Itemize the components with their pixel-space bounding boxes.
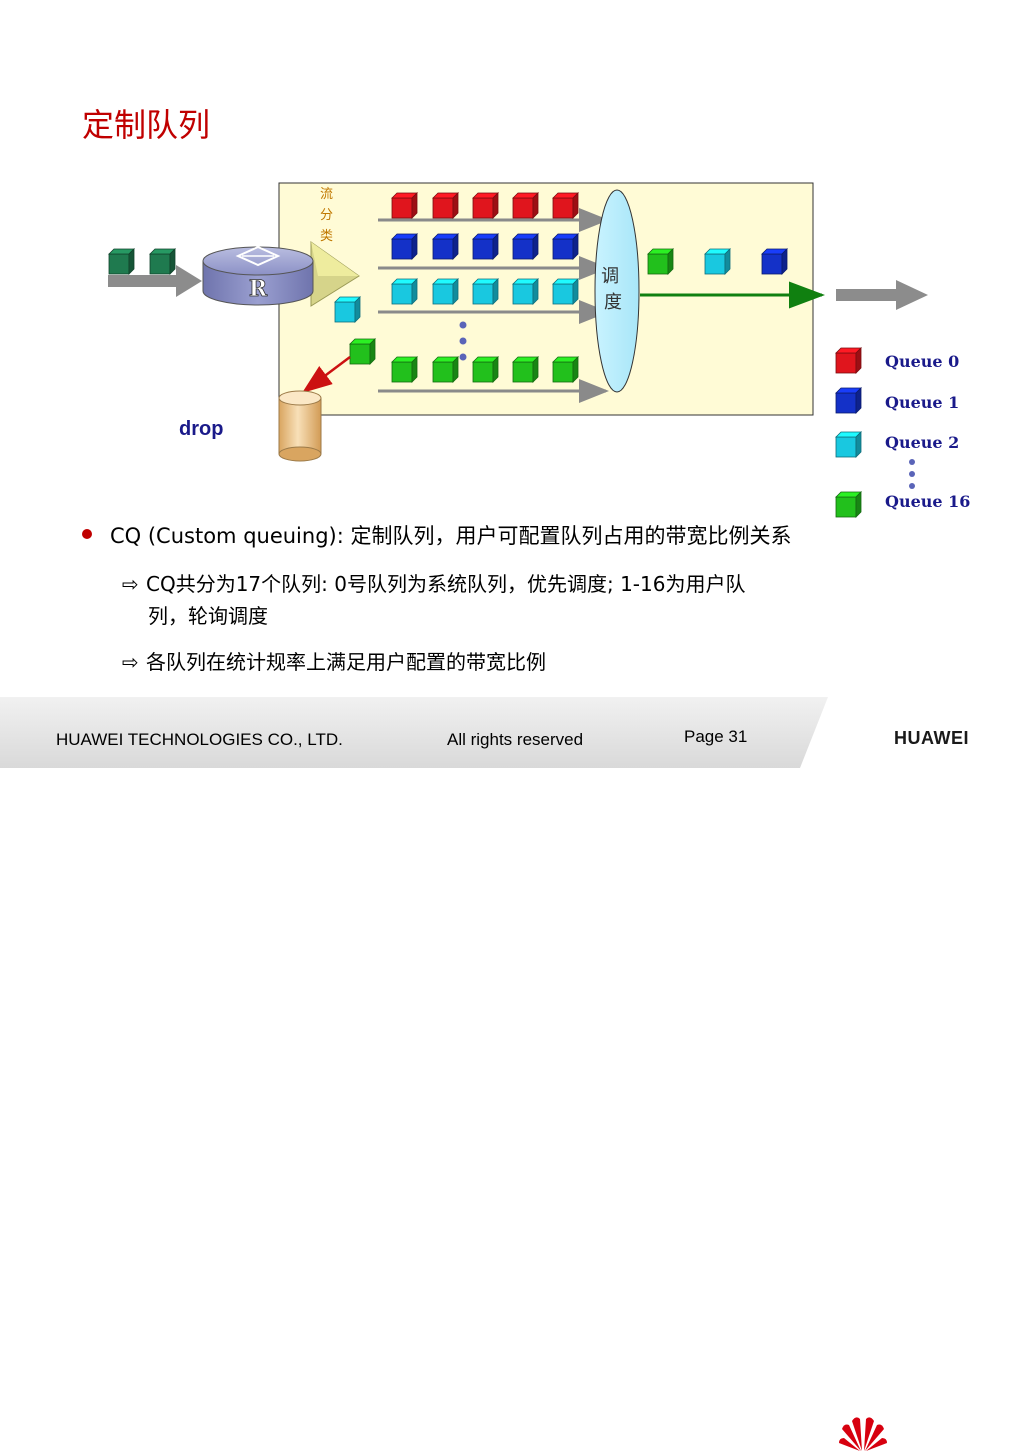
packet-cube-queue-16 [512,356,539,383]
bullet-dot-icon [82,529,92,539]
output-packet-cube [704,248,731,275]
legend-label-3: Queue 16 [885,492,970,511]
sub-bullet-bandwidth-text: 各队列在统计规率上满足用户配置的带宽比例 [146,650,546,674]
ellipsis-dots-queues [459,321,467,361]
incoming-packet-cube [108,248,135,275]
sub-bullet-queues-line1: CQ共分为17个队列: 0号队列为系统队列，优先调度; 1-16为用户队 [146,572,746,596]
ellipsis-dots-legend [909,459,915,489]
packet-cube-queue-2 [552,278,579,305]
queue-panel [278,182,814,416]
sub-bullet-bandwidth: ⇨ 各队列在统计规率上满足用户配置的带宽比例 [122,646,546,675]
legend-label-2: Queue 2 [885,433,959,452]
footer: HUAWEI TECHNOLOGIES CO., LTD. All rights… [0,697,1024,1451]
dropped-packet-cube [349,338,376,365]
outgoing-arrow [836,280,928,310]
drop-arrow [302,356,351,393]
packet-cube-queue-16 [432,356,459,383]
legend-label-1: Queue 1 [885,393,959,412]
queue-legend: Queue 0 Queue 1 Queue 2 Queue 16 [835,347,970,518]
packet-cube-queue-0 [472,192,499,219]
legend-cube-1 [835,387,862,414]
legend-cube-2 [835,431,862,458]
footer-company: HUAWEI TECHNOLOGIES CO., LTD. [56,730,343,749]
input-arrow [108,265,202,297]
footer-brand: HUAWEI [894,728,969,748]
packet-cube-queue-1 [391,233,418,260]
classified-packet-cube [334,296,361,323]
legend-cube-3 [835,491,862,518]
arrow-right-icon: ⇨ [122,572,139,596]
packet-cube-queue-1 [552,233,579,260]
legend-label-0: Queue 0 [885,352,959,371]
router-label: R [249,276,268,302]
packet-cube-queue-2 [472,278,499,305]
sub-bullet-queues-line2: 列，轮询调度 [148,604,268,628]
packet-cube-queue-16 [472,356,499,383]
drop-label: drop [179,418,223,440]
packet-cube-queue-0 [432,192,459,219]
packet-cube-queue-16 [552,356,579,383]
scheduler-label: 调 度 [601,266,625,313]
packet-cube-queue-1 [432,233,459,260]
packet-cube-queue-1 [512,233,539,260]
packet-cube-queue-1 [472,233,499,260]
packet-cube-queue-0 [512,192,539,219]
classifier-label: 流 分 类 [320,187,337,244]
footer-rights: All rights reserved [447,730,584,749]
packet-cube-queue-0 [391,192,418,219]
huawei-logo-icon [839,1417,887,1451]
footer-logo-panel [800,697,1024,768]
sub-bullet-queues: ⇨ CQ共分为17个队列: 0号队列为系统队列，优先调度; 1-16为用户队 列，… [122,568,902,632]
arrow-right-icon: ⇨ [122,650,139,674]
output-packet-cube [647,248,674,275]
packet-cube-queue-2 [391,278,418,305]
legend-cube-0 [835,347,862,374]
bullet-cq: CQ (Custom queuing): 定制队列，用户可配置队列占用的带宽比例… [82,520,791,550]
packet-cube-queue-16 [391,356,418,383]
scheduler-ellipse [594,189,640,393]
incoming-packet-cube [149,248,176,275]
packet-cube-queue-0 [552,192,579,219]
bullet-cq-text: CQ (Custom queuing): 定制队列，用户可配置队列占用的带宽比例… [110,524,792,548]
packet-cube-queue-2 [432,278,459,305]
router-icon: R [202,245,314,306]
packet-cube-queue-2 [512,278,539,305]
slide-title: 定制队列 [82,106,211,144]
footer-page-number: Page 31 [684,727,748,746]
output-packet-cube [761,248,788,275]
drop-bin-icon [278,390,322,462]
